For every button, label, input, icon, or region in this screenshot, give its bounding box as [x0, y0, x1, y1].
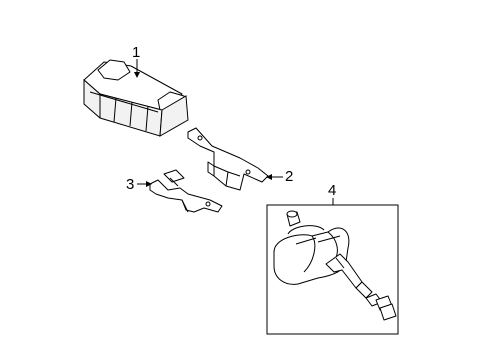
- callout-4: 4: [328, 182, 336, 205]
- callout-2: 2: [266, 168, 293, 185]
- svg-text:3: 3: [126, 176, 134, 193]
- part-4-sensor-kit-box[interactable]: [266, 204, 399, 335]
- callout-3: 3: [126, 176, 152, 193]
- part-2-upper-bracket[interactable]: [187, 127, 269, 191]
- part-3-lower-bracket[interactable]: [149, 169, 223, 213]
- svg-text:4: 4: [328, 182, 336, 199]
- svg-text:1: 1: [132, 44, 140, 61]
- valve-cap: [286, 210, 301, 227]
- tpms-sensor: [273, 225, 350, 285]
- callout-1: 1: [132, 44, 140, 78]
- svg-text:2: 2: [285, 168, 293, 185]
- valve-core: [379, 303, 397, 321]
- valve-stem: [325, 253, 373, 299]
- part-1-control-module[interactable]: [83, 59, 189, 137]
